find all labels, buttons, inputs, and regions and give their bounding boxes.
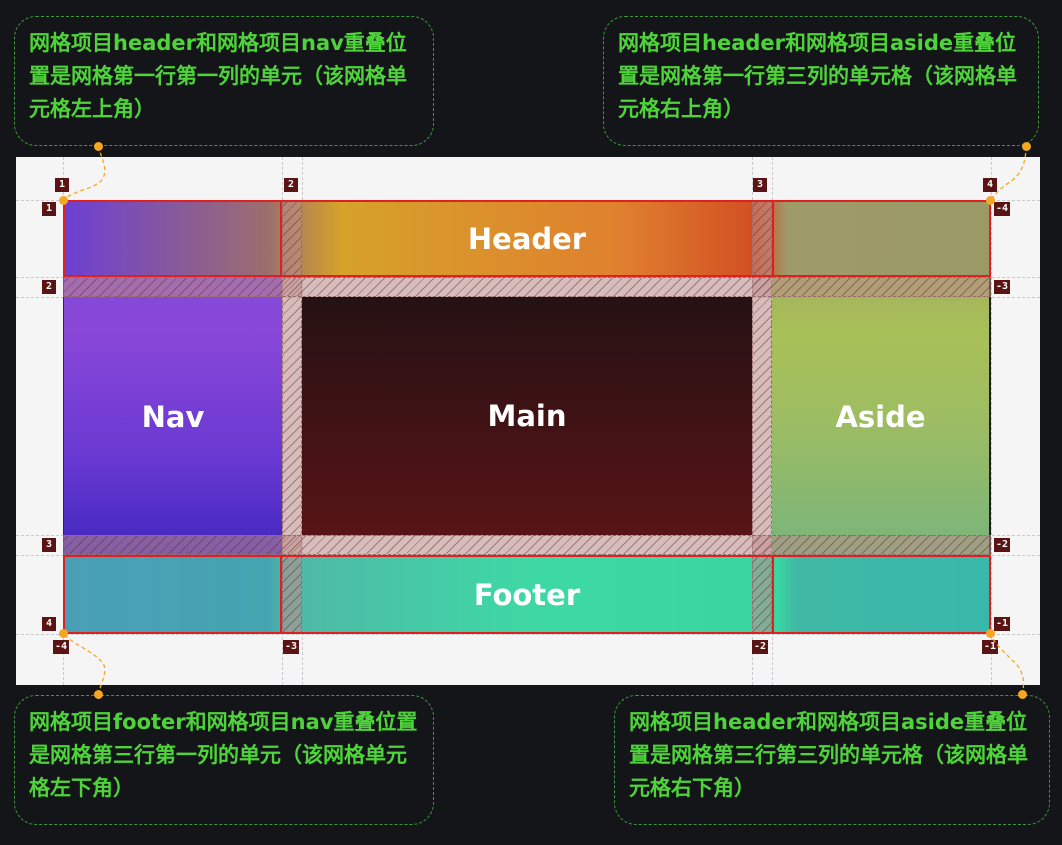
col-line-badge-top-2: 2 bbox=[284, 178, 298, 192]
col-line-badge-bottom-3: -2 bbox=[752, 640, 769, 654]
footer-area: Footer bbox=[63, 555, 991, 634]
footer-outline bbox=[282, 555, 772, 634]
leader-top-right bbox=[989, 145, 1027, 201]
aside-label: Aside bbox=[835, 400, 926, 434]
marker-dot-bottom-right-corner bbox=[986, 629, 995, 638]
overlap-cell-top-left bbox=[63, 200, 282, 277]
row-line-badge-right-1: -4 bbox=[994, 202, 1011, 216]
col-line-badge-top-1: 1 bbox=[55, 178, 69, 192]
marker-dot-top-left-corner bbox=[59, 196, 68, 205]
col-line-badge-bottom-1: -4 bbox=[53, 640, 70, 654]
row-line-badge-right-4: -1 bbox=[994, 617, 1011, 631]
marker-dot-top-right-corner bbox=[986, 196, 995, 205]
header-area: Header bbox=[63, 200, 991, 277]
row-line-badge-right-2: -3 bbox=[994, 280, 1011, 294]
marker-dot-top-right-callout bbox=[1022, 142, 1031, 151]
col-line-badge-bottom-4: -1 bbox=[982, 640, 999, 654]
leader-top-left bbox=[62, 145, 106, 201]
row-line-badge-right-3: -2 bbox=[994, 538, 1011, 552]
callout-bottom-left: 网格项目footer和网格项目nav重叠位置是网格第三行第一列的单元（该网格单元… bbox=[14, 695, 434, 825]
marker-dot-bottom-left-callout bbox=[94, 690, 103, 699]
column-gap-2 bbox=[752, 200, 772, 634]
marker-dot-top-left-callout bbox=[94, 142, 103, 151]
main-area: Main bbox=[302, 297, 752, 535]
column-gap-1 bbox=[282, 200, 302, 634]
overlap-cell-bottom-right bbox=[772, 555, 991, 634]
marker-dot-bottom-right-callout bbox=[1018, 690, 1027, 699]
footer-label: Footer bbox=[473, 577, 581, 612]
grid-diagram: Nav Aside Header Footer Main 1 2 3 4 -4 … bbox=[16, 157, 1040, 685]
col-line-badge-top-3: 3 bbox=[753, 178, 767, 192]
leader-bottom-left bbox=[62, 633, 106, 696]
row-line-badge-left-1: 1 bbox=[42, 202, 56, 216]
overlap-cell-bottom-left bbox=[63, 555, 282, 634]
marker-dot-bottom-left-corner bbox=[59, 629, 68, 638]
callout-bottom-right: 网格项目header和网格项目aside重叠位置是网格第三行第三列的单元格（该网… bbox=[614, 695, 1050, 825]
row-line-badge-left-2: 2 bbox=[42, 280, 56, 294]
grid-line-row-4 bbox=[16, 634, 1040, 635]
nav-label: Nav bbox=[141, 400, 205, 434]
callout-top-right: 网格项目header和网格项目aside重叠位置是网格第一行第三列的单元格（该网… bbox=[603, 16, 1039, 146]
row-gap-2 bbox=[63, 535, 991, 555]
callout-top-left: 网格项目header和网格项目nav重叠位置是网格第一行第一列的单元（该网格单元… bbox=[14, 16, 434, 146]
row-gap-1 bbox=[63, 277, 991, 297]
header-label: Header bbox=[467, 221, 587, 256]
main-label: Main bbox=[487, 399, 567, 433]
col-line-badge-top-4: 4 bbox=[983, 178, 997, 192]
row-line-badge-left-4: 4 bbox=[42, 617, 56, 631]
row-line-badge-left-3: 3 bbox=[42, 538, 56, 552]
header-outline bbox=[282, 200, 772, 277]
col-line-badge-bottom-2: -3 bbox=[283, 640, 300, 654]
leader-bottom-right bbox=[989, 633, 1025, 696]
overlap-cell-top-right bbox=[772, 200, 991, 277]
grid-line-col-4 bbox=[991, 157, 992, 685]
